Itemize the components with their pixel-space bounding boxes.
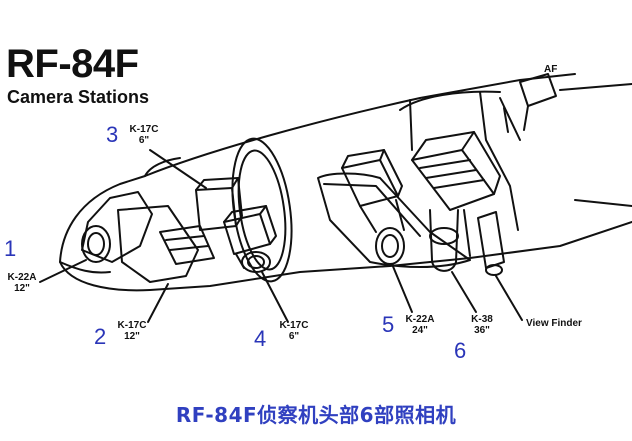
callout-1-number: 1: [4, 236, 17, 261]
camera-1-shape: [81, 191, 153, 263]
callout-3-model: K-17C: [129, 124, 159, 135]
callout-2-size: 12": [124, 331, 140, 342]
callout-6-number: 6: [454, 338, 467, 363]
camera-5-shape: [341, 159, 399, 207]
diagram-title: RF-84F: [6, 42, 139, 86]
callout-1-model: K-22A: [7, 272, 37, 283]
camera-tray: [317, 172, 471, 268]
viewfinder-label: View Finder: [526, 318, 582, 329]
leader-viewfinder: [495, 275, 523, 321]
leader-cam5: [391, 263, 413, 313]
camera-3-shape: [195, 187, 237, 231]
callout-1-size: 12": [14, 283, 30, 294]
leader-cam2: [147, 283, 169, 323]
fuselage-outline: [59, 73, 576, 263]
callout-2-label: K-17C 12": [112, 320, 152, 342]
callout-5-model: K-22A: [405, 314, 435, 325]
callout-4-label: K-17C 6": [274, 320, 314, 342]
leader-cam6: [451, 271, 477, 313]
callout-2-number: 2: [94, 324, 107, 349]
camera-4-shape: [223, 213, 271, 255]
camera-2-shape: [117, 205, 199, 283]
chinese-caption: RF-84F侦察机头部6部照相机: [175, 403, 457, 427]
callout-5-label: K-22A 24": [400, 314, 440, 336]
leader-cam4: [261, 271, 289, 323]
callout-3-label: K-17C 6": [124, 124, 164, 146]
callout-6-model: K-38: [471, 314, 493, 325]
callout-3-size: 6": [138, 135, 150, 146]
callout-5-number: 5: [382, 312, 395, 337]
callout-5-size: 24": [412, 325, 428, 336]
callout-6-size: 36": [474, 325, 490, 336]
nose-tag: AF: [544, 64, 558, 75]
leader-cam1: [39, 259, 87, 283]
periscope-tube: [519, 73, 557, 107]
fuselage-lower-outline: [59, 221, 632, 292]
callout-3-number: 3: [106, 122, 119, 147]
callout-4-model: K-17C: [279, 320, 309, 331]
diagram-subtitle: Camera Stations: [7, 87, 150, 107]
callout-1-label: K-22A 12": [2, 272, 42, 294]
callout-4-size: 6": [288, 331, 300, 342]
callout-6-label: K-38 36": [462, 314, 502, 336]
callout-4-number: 4: [254, 326, 267, 351]
leader-cam3: [149, 149, 207, 189]
viewfinder-shape: [477, 211, 505, 269]
callout-2-model: K-17C: [117, 320, 147, 331]
